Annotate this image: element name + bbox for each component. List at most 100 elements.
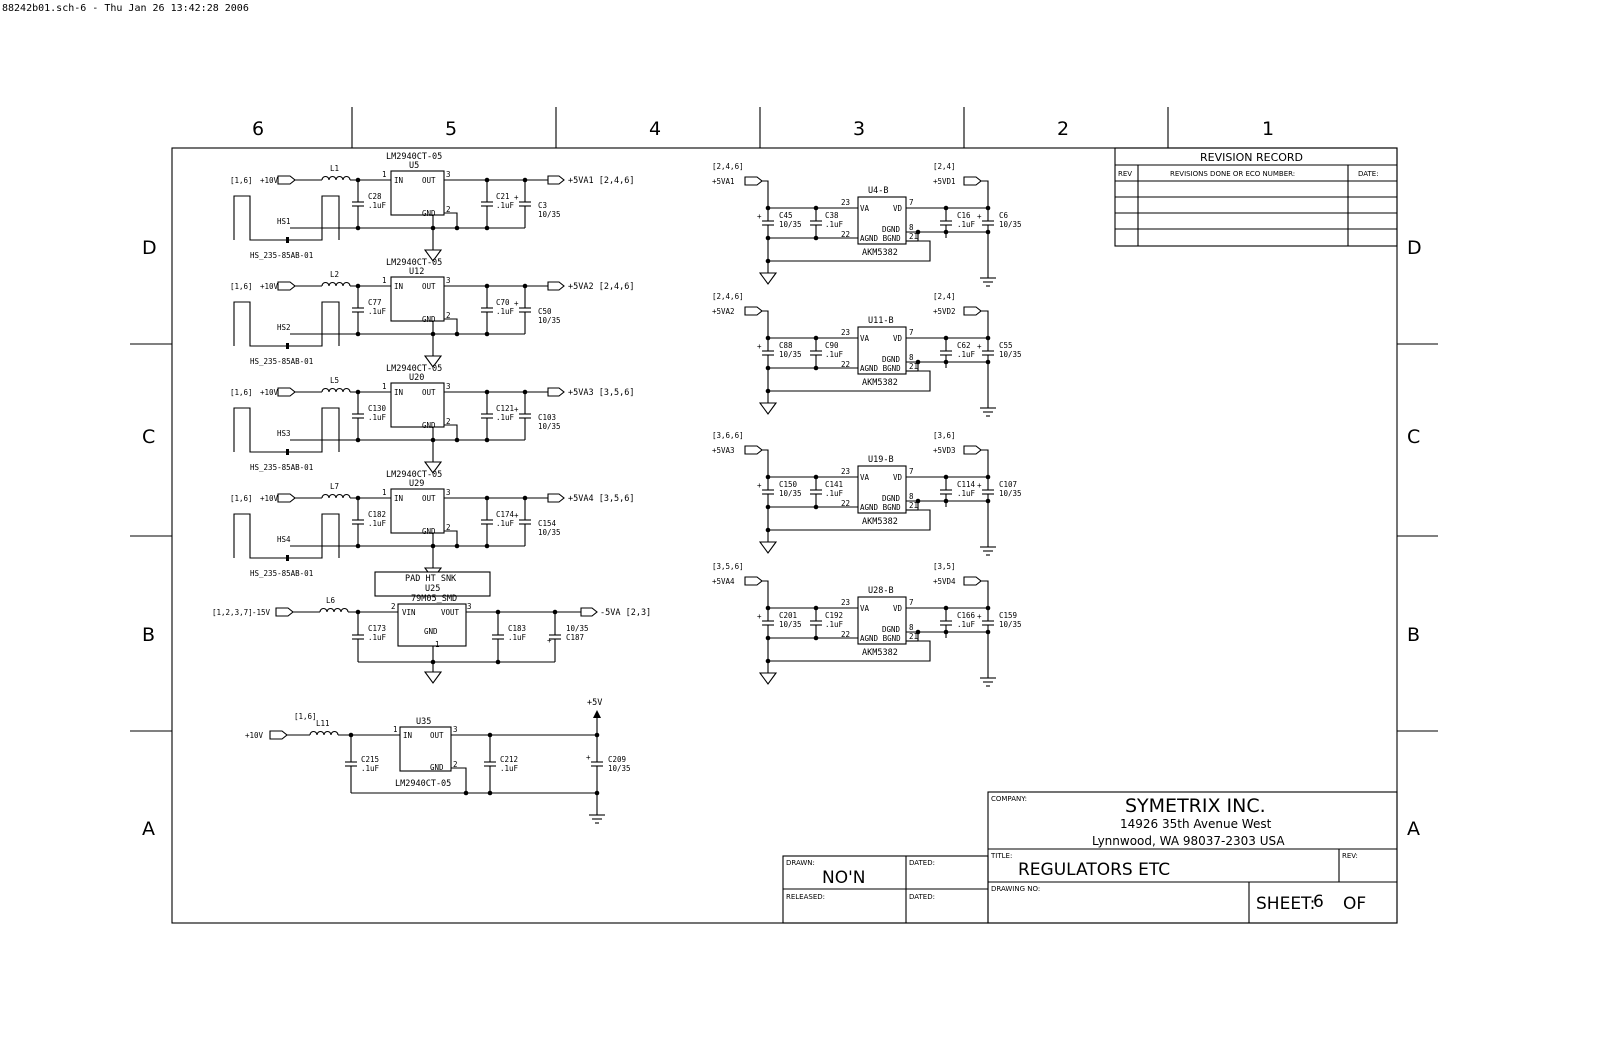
cap-value: .1uF (957, 489, 976, 498)
zone-row-c-left: C (142, 426, 155, 448)
cap-ref: C21 (496, 192, 510, 201)
junction-dot (985, 498, 991, 504)
junction-dot (484, 331, 490, 337)
heatsink-part: HS_235-85AB-01 (250, 569, 313, 578)
zone-row-a-left: A (142, 818, 155, 840)
pin-number: 23 (841, 467, 850, 476)
cap-ref: C16 (957, 211, 971, 220)
port-in (269, 730, 288, 740)
pin-number: 21 (909, 501, 918, 510)
adc-ref: U19-B (868, 455, 894, 465)
pin-in: IN (403, 731, 412, 740)
pin-number: 1 (393, 725, 398, 734)
cap-ref: C174 (496, 510, 515, 519)
net-label: +5VA2 [2,4,6] (568, 282, 635, 292)
regulator-body (390, 170, 445, 216)
net-label: +5VD2 (933, 307, 956, 316)
port-in (963, 176, 982, 186)
pin-vd: VD (893, 604, 903, 613)
cap-ref: C38 (825, 211, 839, 220)
pin-vout: VOUT (441, 608, 460, 617)
net-refs: [2,4,6] (712, 292, 744, 301)
of-label: OF (1343, 894, 1366, 914)
junction-dot (813, 504, 819, 510)
port-in (277, 175, 296, 185)
cap-ref: C50 (538, 307, 552, 316)
cap-value: 10/35 (779, 620, 802, 629)
pin-number: 22 (841, 499, 850, 508)
polarity-mark: + (757, 481, 762, 490)
polarity-mark: + (547, 636, 552, 645)
pin-number: 3 (467, 602, 472, 611)
regulator-part: LM2940CT-05 (395, 779, 451, 789)
inductor-l5 (321, 387, 351, 393)
net-label: +10V (260, 388, 279, 397)
pin-number: 7 (909, 467, 914, 476)
net-refs: [1,6] (294, 712, 317, 721)
zone-col-5: 5 (445, 118, 457, 140)
net-label: +10V (260, 282, 279, 291)
cap-value: .1uF (825, 350, 844, 359)
cap-value: 10/35 (779, 220, 802, 229)
junction-dot (813, 235, 819, 241)
zone-col-2: 2 (1057, 118, 1069, 140)
pad-label: PAD HT SNK (405, 574, 457, 584)
cap-ref: C150 (779, 480, 798, 489)
junction-dot (943, 629, 949, 635)
inductor-l6 (319, 607, 349, 613)
adc-part: AKM5382 (862, 248, 898, 258)
polarity-mark: + (757, 212, 762, 221)
junction-dot (813, 635, 819, 641)
analog-ground-icon (423, 671, 443, 684)
inductor-l1 (321, 175, 351, 181)
cap-value: 10/35 (538, 316, 561, 325)
regulator-ref: U5 (409, 161, 419, 171)
net-label: +10V (245, 731, 264, 740)
revision-record-title: REVISION RECORD (1200, 151, 1303, 164)
junction-dot (355, 331, 361, 337)
port-in (275, 607, 294, 617)
pin-number: 2 (453, 760, 458, 769)
port-in (744, 176, 763, 186)
pin-va: VA (860, 473, 870, 482)
revision-col-date: DATE: (1358, 170, 1379, 178)
junction-dot (463, 790, 469, 796)
drawn-label: DRAWN: (786, 859, 815, 867)
wire (762, 449, 858, 478)
polarity-mark: + (977, 212, 982, 221)
inductor-ref: L1 (330, 164, 339, 173)
analog-ground-icon (423, 249, 443, 262)
cap-value: .1uF (496, 519, 515, 528)
zone-col-1: 1 (1262, 118, 1274, 140)
pin-number: 22 (841, 360, 850, 369)
cap-value: 10/35 (779, 350, 802, 359)
polarity-mark: + (977, 481, 982, 490)
net-label: +5VD4 (933, 577, 956, 586)
sheet-number: 6 (1313, 892, 1324, 912)
cap-ref: C70 (496, 298, 510, 307)
regulator-body (390, 382, 445, 428)
pin-number: 3 (446, 488, 451, 497)
junction-dot (454, 331, 460, 337)
cap-value: 10/35 (999, 620, 1022, 629)
net-label: +5VA1 (712, 177, 735, 186)
pin-agnd: AGND BGND (860, 503, 901, 512)
cap-ref: C166 (957, 611, 976, 620)
cap-value: 10/35 (566, 624, 589, 633)
adc-body (857, 326, 907, 375)
junction-dot (915, 498, 921, 504)
cap-value: 10/35 (538, 210, 561, 219)
pin-va: VA (860, 604, 870, 613)
adc-body (857, 596, 907, 645)
heatsink-ref: HS3 (277, 429, 291, 438)
pin-number: 2 (446, 311, 451, 320)
revision-record: REVISION RECORD REV REVISIONS DONE OR EC… (1114, 147, 1398, 247)
pin-out: OUT (422, 388, 436, 397)
cap-ref: C121 (496, 404, 514, 413)
drawing-no-label: DRAWING NO: (991, 885, 1040, 893)
file-header: 88242b01.sch-6 - Thu Jan 26 13:42:28 200… (2, 3, 249, 14)
junction-dot (355, 543, 361, 549)
